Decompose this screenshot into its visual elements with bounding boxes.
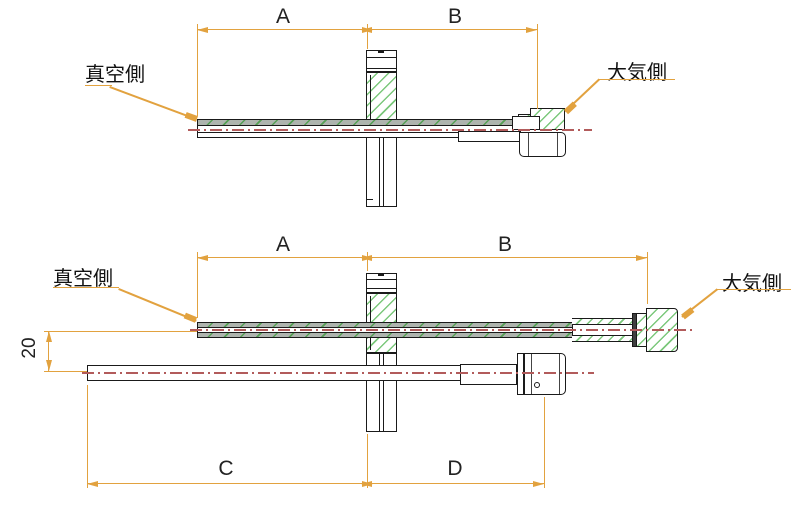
flange-bore-line [379,353,380,432]
extension-line [87,385,88,488]
nut-arc-line [557,133,558,156]
dim-arrow [526,26,537,33]
flange-section [366,72,397,121]
extension-line [44,371,87,372]
lower-washer [517,353,524,395]
flange-cap-line [366,57,397,58]
extension-line [44,331,197,332]
vacuum-side-label: 真空側 [53,268,113,290]
nut-hole [534,382,540,388]
dim-arrow [361,480,372,487]
dim-label-c: C [218,457,234,480]
leader-underline [717,289,791,290]
nut-arc-line [559,354,560,394]
flange-lower [366,137,397,207]
leader-arrow [681,306,695,319]
vacuum-side-label: 真空側 [85,64,145,86]
extension-line [544,397,545,488]
centerline [82,372,594,374]
dim-label-b: B [447,5,463,28]
flange-mark [367,199,373,200]
extension-line [537,24,538,109]
gland-tip [512,116,540,130]
knife-edge-line [370,75,371,120]
extension-line [197,24,198,116]
leader-arrow [563,101,577,114]
gland-tube-wall [572,335,634,342]
flange-cap-line [366,279,397,280]
flange-cap-line [366,288,397,289]
extension-line [367,434,368,488]
gland-tube-wall [572,318,634,325]
dim-arrow [361,26,372,33]
centerline [188,129,592,131]
flange-cap-line [366,68,397,69]
gland-sleeve [458,131,521,142]
dimension-line-ab [197,257,647,258]
dim-label-d: D [447,457,463,480]
leader-line [109,86,197,120]
extension-line [367,252,368,271]
lower-sleeve [460,364,517,385]
leader-arrow [183,312,198,323]
extension-line [647,252,648,304]
leader-underline [53,287,119,288]
tube-end-line [197,119,198,137]
weld-notch [378,50,384,53]
air-side-label: 大気側 [607,62,667,84]
tube-outline [197,137,460,138]
nut-arc-line [528,133,529,156]
dim-label-20: 20 [19,337,40,359]
flange-bore-line [383,137,384,207]
extension-line [367,24,368,49]
dim-arrow [45,331,52,342]
dim-arrow [361,254,372,261]
dim-label-a: A [275,5,291,28]
sheath-tube-wall [197,119,523,126]
dim-arrow [197,26,208,33]
leader-underline [85,85,112,86]
extension-line [197,252,198,318]
dimension-line-20 [48,331,49,371]
dim-arrow [87,480,98,487]
nut-exterior [519,132,566,157]
dim-arrow [636,254,647,261]
leader-underline [598,79,675,80]
air-side-label: 大気側 [722,273,782,295]
dim-label-a: A [275,233,291,256]
weld-notch [378,273,384,276]
tube-bore-line [197,132,460,133]
dimension-line-cd [87,483,544,484]
centerline [190,329,695,331]
sheath-tube-wall [197,322,575,328]
dim-arrow [197,254,208,261]
dim-label-b: B [497,233,513,256]
flange-bore-line [379,137,380,207]
sheath-tube-wall [197,332,575,338]
nut-arc-line [531,354,532,394]
dim-arrow [45,360,52,371]
flange-bore-line [383,353,384,432]
dim-arrow [533,480,544,487]
flange-cap [366,273,397,293]
